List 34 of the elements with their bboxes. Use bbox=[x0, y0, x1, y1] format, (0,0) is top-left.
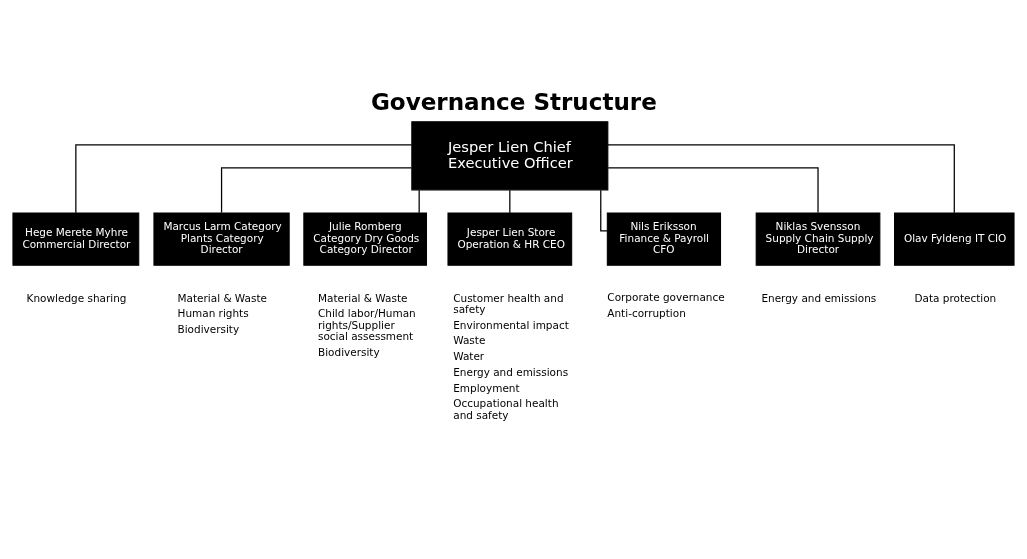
node-label: Corporate governance bbox=[607, 290, 725, 303]
node-box: Niklas Svensson Supply Chain Supply Director bbox=[755, 212, 881, 266]
connector bbox=[418, 189, 420, 214]
node-box: Olav Fyldeng IT CIO bbox=[894, 212, 1015, 266]
node-box: Jesper Lien Chief Executive Officer bbox=[411, 121, 609, 191]
node-label: Data protection bbox=[914, 291, 997, 304]
node-label: Anti-corruption bbox=[607, 306, 686, 319]
node-box: Jesper Lien Store Operation & HR CEO bbox=[447, 212, 573, 266]
node-label: Water bbox=[453, 350, 485, 363]
connector bbox=[220, 167, 413, 214]
node-label: Material & Waste bbox=[318, 291, 408, 304]
connector bbox=[600, 189, 608, 232]
node-box: Marcus Larm Category Plants Category Director bbox=[153, 212, 290, 266]
node-label: Human rights bbox=[177, 307, 249, 320]
diagram-title: Governance Structure bbox=[370, 88, 657, 115]
connector bbox=[607, 144, 955, 214]
node-label: Environmental impact bbox=[453, 318, 569, 331]
node-label: Energy and emissions bbox=[453, 365, 569, 378]
node-label: Child labor/Human rights/Supplier social assessment bbox=[318, 307, 416, 343]
node-label: Material & Waste bbox=[177, 291, 267, 304]
node-label: Biodiversity bbox=[177, 322, 240, 335]
node-label: Biodiversity bbox=[318, 346, 380, 359]
connector bbox=[607, 167, 819, 214]
connector bbox=[75, 144, 413, 214]
node-box: Nils Eriksson Finance & Payroll CFO bbox=[606, 212, 722, 266]
node-label: Customer health and safety bbox=[453, 291, 564, 316]
connector bbox=[509, 189, 511, 214]
node-label: Energy and emissions bbox=[761, 291, 877, 304]
node-label: Employment bbox=[453, 381, 520, 394]
node-label: Knowledge sharing bbox=[26, 291, 127, 304]
node-label: Waste bbox=[453, 334, 486, 347]
node-label: Occupational health and safety bbox=[453, 397, 559, 421]
node-box: Hege Merete Myhre Commercial Director bbox=[12, 212, 140, 266]
node-box: Julie Romberg Category Dry Goods Category Director bbox=[303, 212, 427, 266]
